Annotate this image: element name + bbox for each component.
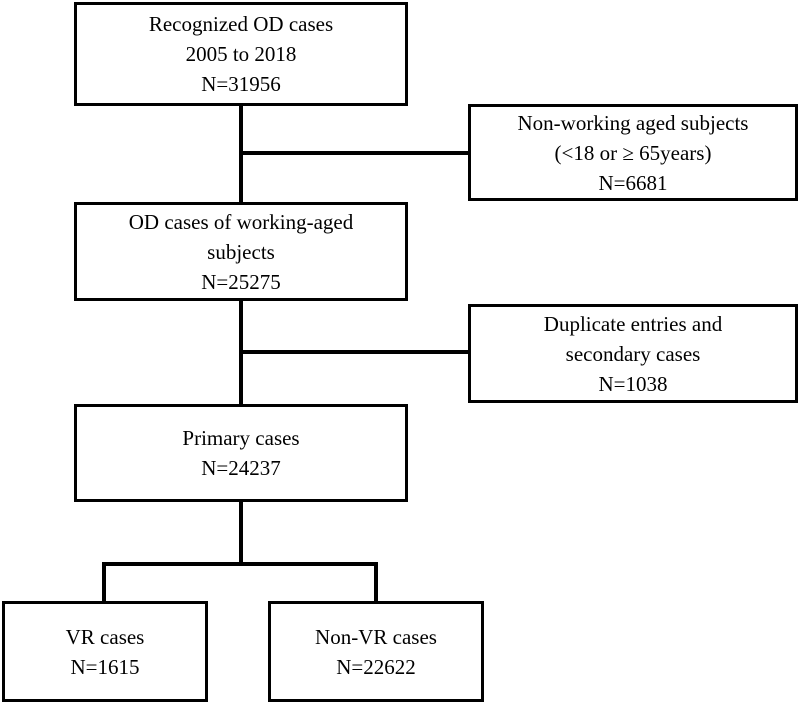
vr-count: N=1615 (70, 654, 140, 679)
connector-split-horizontal (102, 562, 378, 566)
non-working-title: Non-working aged subjects (517, 110, 749, 135)
box-duplicate-entries: Duplicate entries and secondary cases N=… (468, 304, 798, 403)
recognized-years: 2005 to 2018 (185, 42, 297, 66)
non-working-count: N=6681 (598, 170, 668, 195)
vr-title: VR cases (65, 624, 145, 649)
box-working-aged-cases: OD cases of working-aged subjects N=2527… (74, 202, 408, 301)
connector-to-non-vr (374, 562, 378, 601)
connector-branch-duplicates (239, 350, 468, 354)
duplicates-title: Duplicate entries and (543, 311, 723, 336)
connector-to-vr (102, 562, 106, 601)
working-aged-title: OD cases of working-aged (128, 209, 354, 234)
connector-branch-non-working (239, 151, 468, 155)
recognized-count: N=31956 (201, 72, 281, 96)
working-aged-subtitle: subjects (207, 239, 275, 264)
box-non-working-aged: Non-working aged subjects (<18 or ≥ 65ye… (468, 104, 798, 201)
non-working-criteria: (<18 or ≥ 65years) (554, 140, 712, 165)
box-vr-cases: VR cases N=1615 (2, 601, 208, 702)
box-non-vr-cases: Non-VR cases N=22622 (268, 601, 484, 702)
box-recognized-od-cases: Recognized OD cases 2005 to 2018 N=31956 (74, 2, 408, 106)
duplicates-count: N=1038 (598, 371, 668, 396)
working-aged-count: N=25275 (201, 269, 281, 294)
duplicates-subtitle: secondary cases (565, 341, 701, 366)
recognized-title: Recognized OD cases (148, 12, 334, 36)
primary-count: N=24237 (201, 456, 281, 480)
non-vr-count: N=22622 (336, 654, 416, 679)
connector-primary-down (239, 502, 243, 564)
non-vr-title: Non-VR cases (315, 624, 437, 649)
primary-title: Primary cases (182, 426, 300, 450)
box-primary-cases: Primary cases N=24237 (74, 404, 408, 502)
